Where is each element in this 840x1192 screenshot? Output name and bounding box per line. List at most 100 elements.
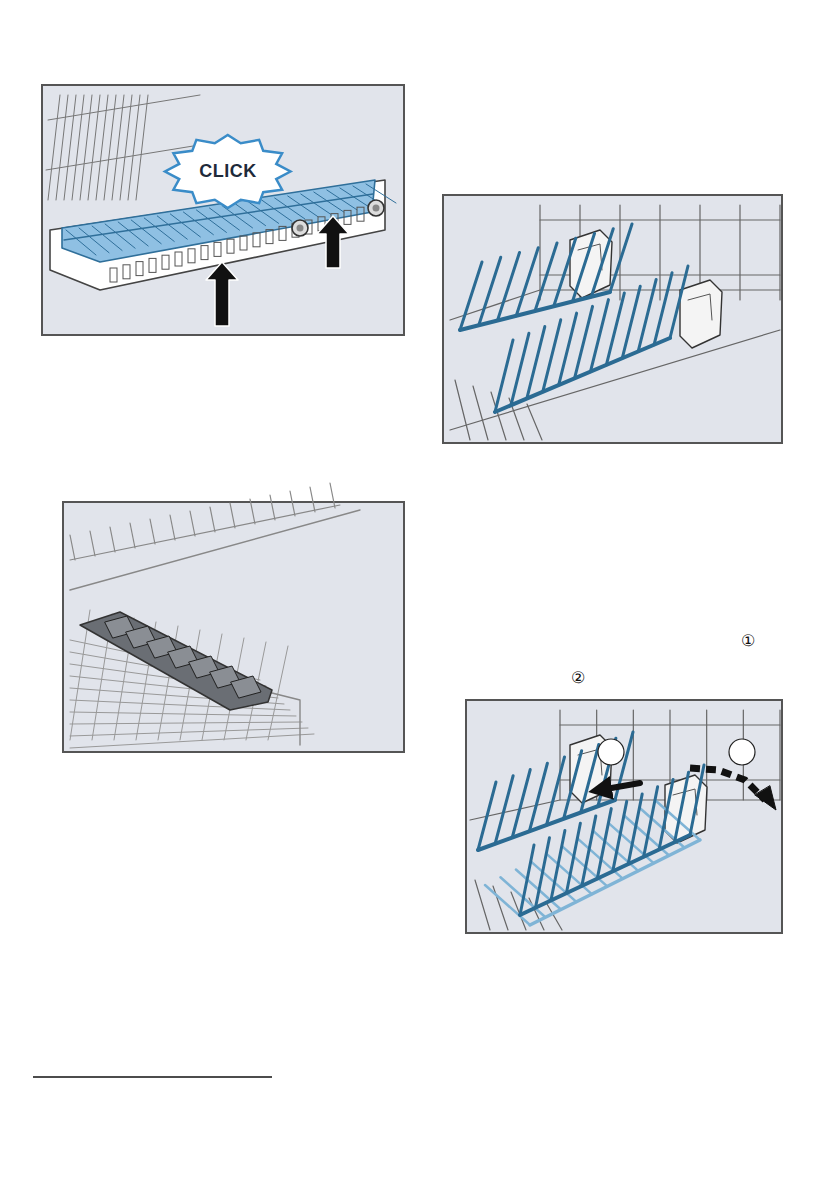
drawing-line: [739, 205, 740, 300]
drawing-line: [590, 300, 608, 372]
drawing-line: [539, 205, 540, 300]
drawing-line: [110, 527, 115, 552]
drawing-line: [597, 809, 611, 879]
drawing-line: [90, 531, 95, 556]
panel: [443, 195, 782, 443]
drawing-line: [573, 234, 595, 302]
drawing-line: [223, 206, 253, 228]
knob: [368, 200, 384, 216]
drawing-line: [591, 229, 613, 297]
drawing-line: [600, 783, 640, 790]
drawer-slot: [110, 268, 117, 282]
drawing-line: [564, 751, 582, 819]
drawing-line: [779, 205, 780, 300]
drawing-line: [529, 763, 547, 831]
drawing-line: [606, 293, 624, 365]
drawing-line: [105, 224, 135, 248]
drawing-line: [460, 262, 482, 330]
drawer-slot: [123, 265, 130, 279]
callout-number: ①: [741, 633, 755, 649]
folding-tines-figure: [470, 710, 780, 930]
drawing-line: [310, 487, 315, 512]
drawing-line: [554, 238, 576, 306]
rack-clip-figure: [70, 483, 360, 748]
drawing-line: [70, 712, 296, 716]
drawing-line: [559, 313, 577, 385]
drawing-line: [92, 226, 122, 250]
drawing-line: [495, 338, 670, 412]
drawing-line: [644, 787, 658, 857]
drawing-line: [66, 230, 96, 255]
drawer-slot: [344, 210, 351, 224]
drawing-line: [560, 724, 780, 725]
knob: [373, 205, 380, 212]
drawing-line: [190, 511, 195, 536]
drawing-line: [236, 204, 266, 226]
drawing-line: [231, 676, 261, 698]
drawing-line: [230, 503, 235, 528]
drawing-line: [551, 830, 565, 900]
drawing-line: [495, 776, 513, 844]
drawing-line: [535, 838, 549, 908]
drawing-line: [654, 273, 672, 345]
drawing-line: [150, 519, 155, 544]
drawing-line: [535, 243, 557, 311]
knob: [297, 225, 304, 232]
drawing-line: [70, 728, 308, 736]
drawing-line: [479, 257, 501, 325]
drawer-slot: [188, 249, 195, 263]
drawing-line: [206, 262, 238, 326]
drawing-line: [540, 219, 780, 220]
drawing-line: [516, 248, 538, 316]
drawing-line: [566, 823, 580, 893]
drawer-slot: [227, 239, 234, 253]
drawer-slot: [149, 258, 156, 272]
drawing-line: [270, 495, 275, 520]
drawing-line: [582, 816, 596, 886]
drawing-line: [688, 294, 712, 320]
cutlery-drawer-figure: [46, 95, 396, 326]
drawing-line: [520, 835, 690, 915]
drawer-slot: [175, 252, 182, 266]
drawing-line: [317, 216, 349, 268]
drawer-slot: [162, 255, 169, 269]
panel: [63, 502, 404, 752]
drawing-line: [48, 95, 200, 120]
drawing-line: [136, 95, 148, 200]
drawing-line: [779, 710, 780, 800]
drawing-line: [527, 404, 542, 440]
drawing-line: [498, 253, 520, 321]
drawing-line: [70, 734, 314, 748]
drawing-line: [118, 222, 148, 246]
drawing-line: [659, 780, 673, 850]
tines-figure: [450, 205, 780, 440]
drawer-slot: [240, 236, 247, 250]
drawing-line: [70, 510, 360, 590]
drawing-line: [581, 745, 599, 813]
click-burst: CLICK: [165, 135, 291, 208]
drawer-slot: [266, 230, 273, 244]
drawing-line: [619, 205, 620, 300]
drawing-line: [455, 380, 470, 440]
drawing-line: [130, 523, 135, 548]
drawing-line: [170, 515, 175, 540]
drawer-slot: [201, 246, 208, 260]
drawer-slot: [357, 207, 364, 221]
drawer-slot: [136, 262, 143, 276]
drawing-line: [131, 220, 161, 244]
drawing-line: [675, 772, 689, 842]
panel: [42, 85, 404, 335]
panel: [466, 700, 782, 933]
drawing-line: [670, 266, 688, 338]
callout-circle: [729, 739, 755, 765]
drawing-line: [622, 286, 640, 358]
drawing-line: [610, 224, 632, 292]
drawing-line: [512, 770, 530, 838]
drawer-slot: [253, 233, 260, 247]
drawing-line: [290, 491, 295, 516]
drawer-slot: [279, 226, 286, 240]
drawing-line: [543, 320, 561, 392]
drawing-line: [250, 499, 255, 524]
drawing-line: [690, 765, 704, 835]
